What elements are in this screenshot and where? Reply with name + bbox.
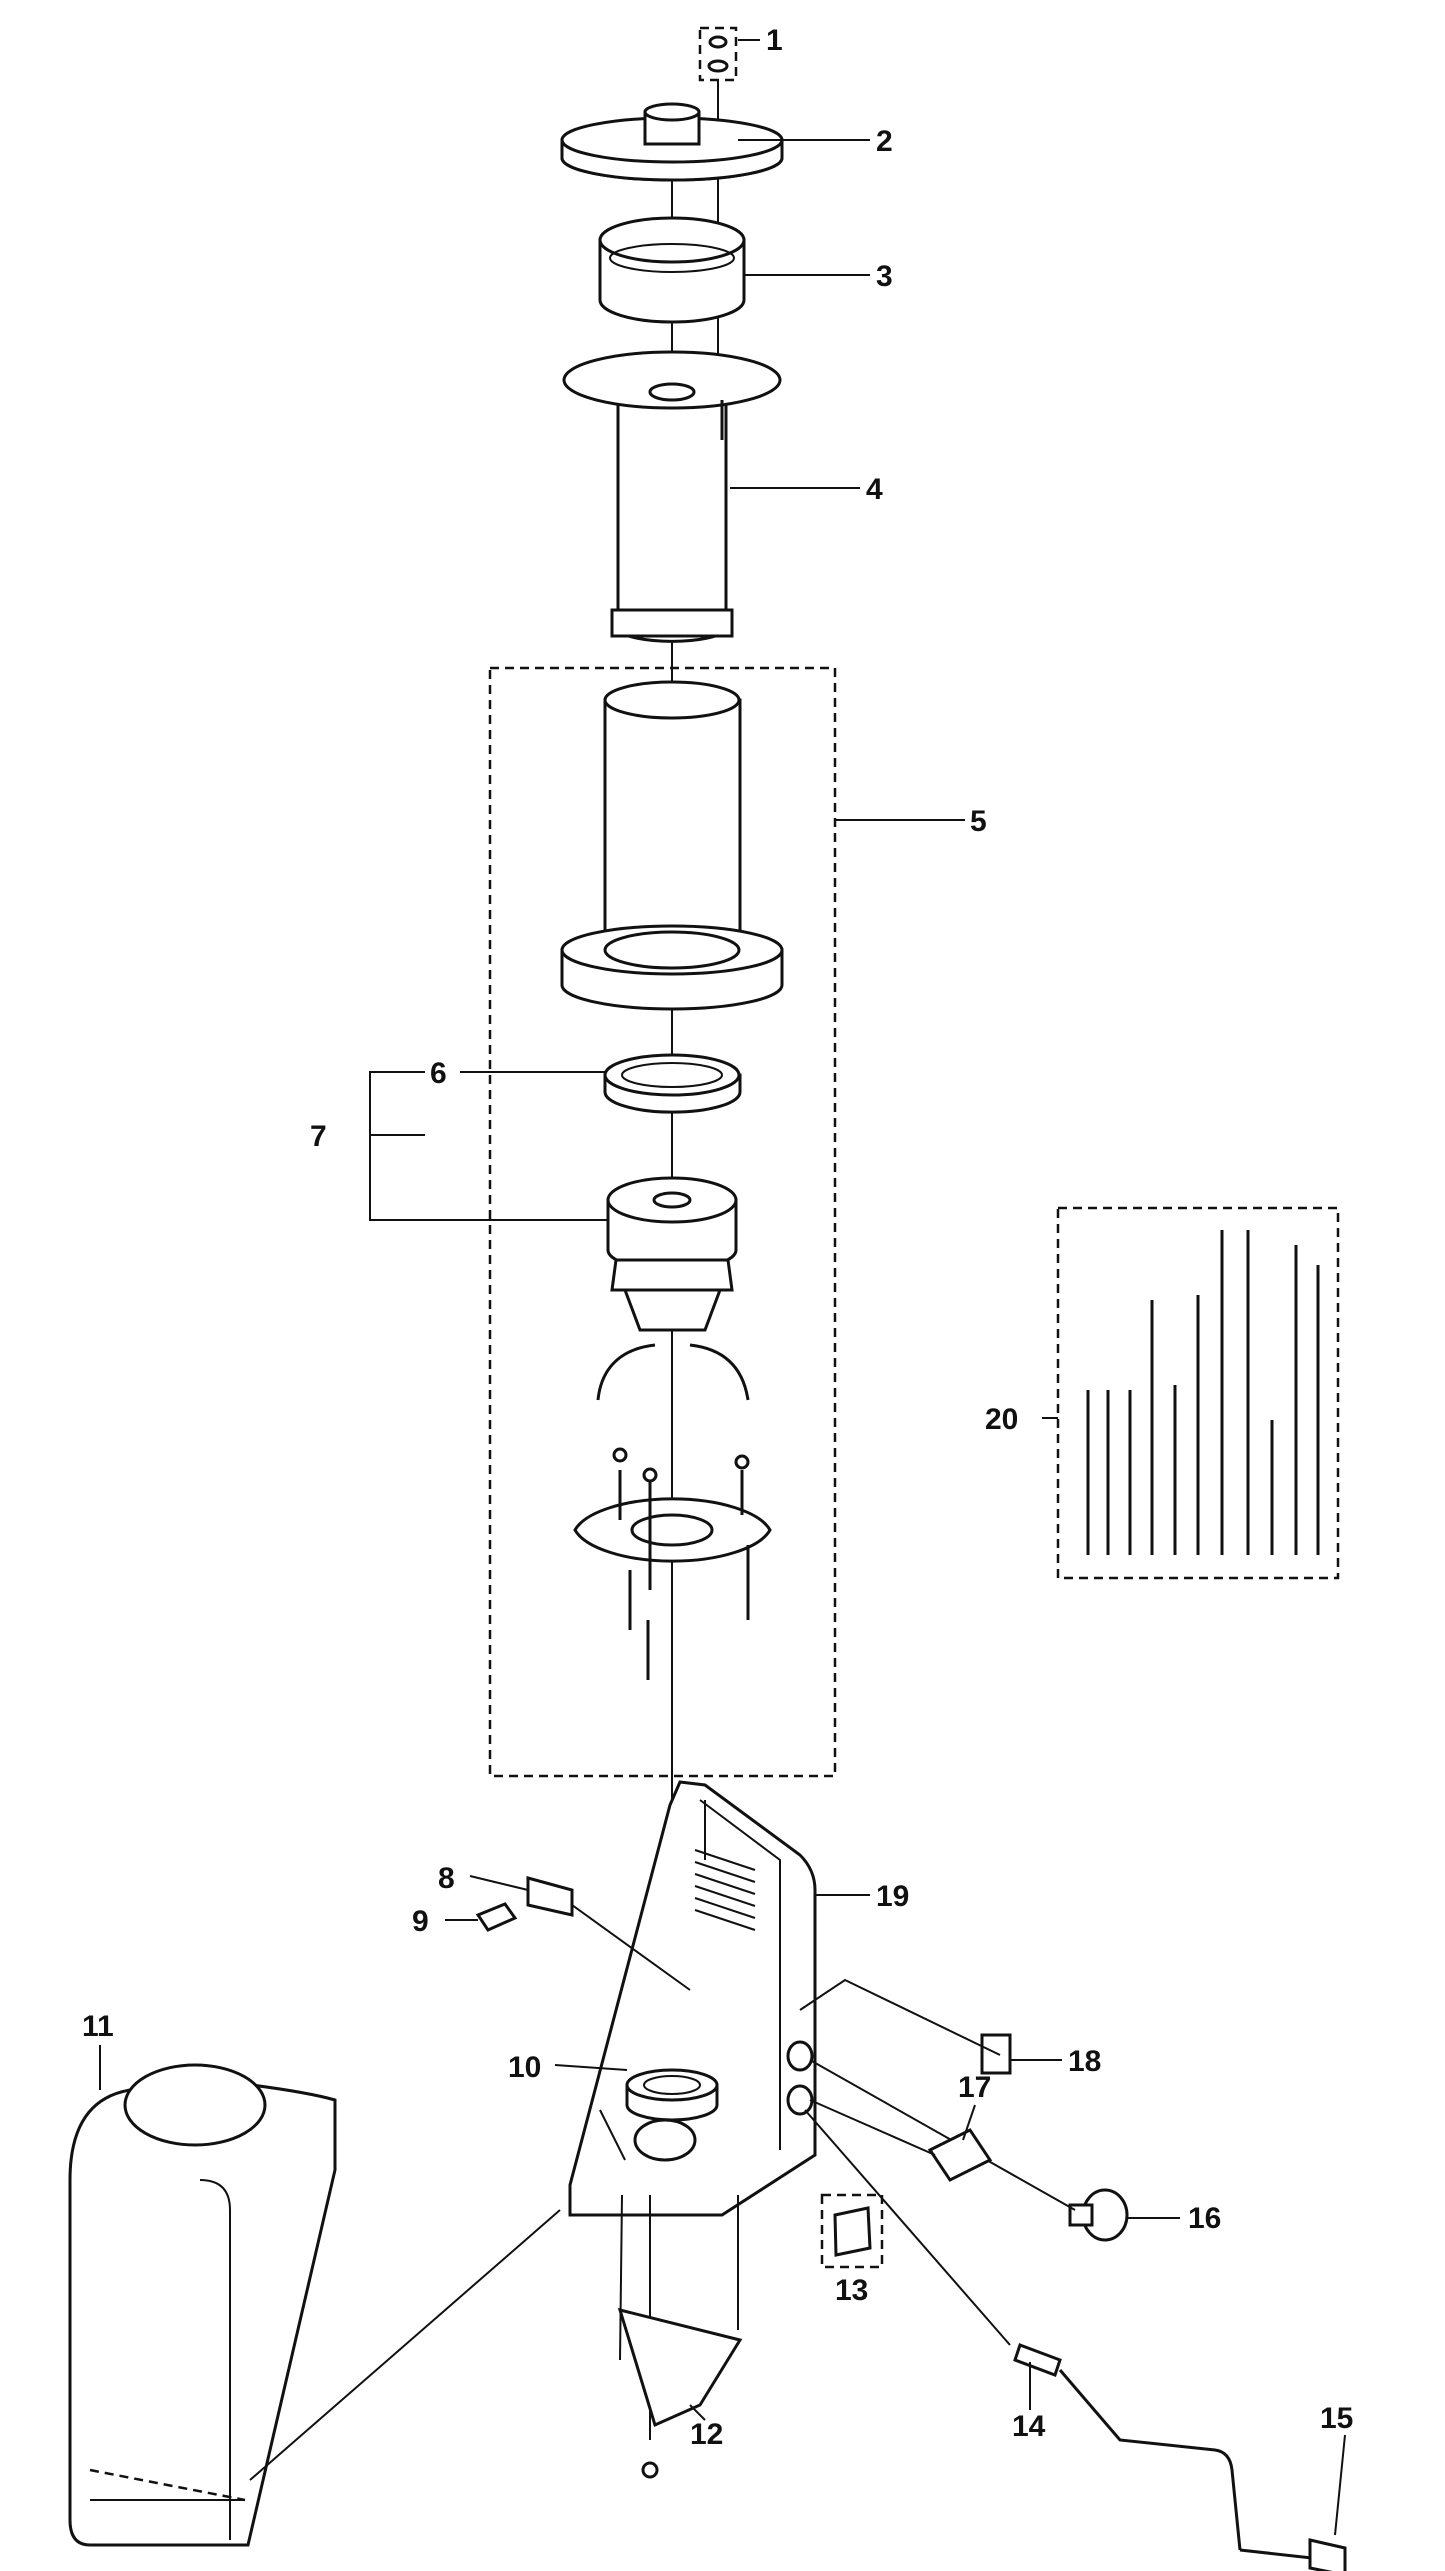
part-11-cover[interactable] <box>68 2063 561 2547</box>
callout-3: 3 <box>876 260 893 293</box>
part-14-strain-relief[interactable] <box>804 2109 1062 2377</box>
part-9-small-plate[interactable] <box>475 1902 518 1932</box>
part-6-gasket-ring[interactable] <box>603 1053 742 1114</box>
part-17-switch[interactable] <box>809 2099 993 2182</box>
part-15-power-cord-plug[interactable] <box>1058 2369 1347 2571</box>
callout-2: 2 <box>876 125 893 158</box>
callout-19: 19 <box>876 1880 909 1913</box>
callout-12: 12 <box>690 2418 723 2451</box>
part-5-assembly-box <box>488 666 837 1778</box>
callout-10: 10 <box>508 2051 541 2084</box>
callout-18: 18 <box>1068 2045 1101 2078</box>
callout-7: 7 <box>310 1120 327 1153</box>
part-12-feet-plate[interactable] <box>617 2194 743 2479</box>
callout-14: 14 <box>1012 2410 1046 2443</box>
callout-17: 17 <box>958 2071 991 2104</box>
part-8-switch-bracket[interactable] <box>526 1876 691 1991</box>
callout-8: 8 <box>438 1862 455 1895</box>
vent-slots <box>694 1849 756 1931</box>
callout-9: 9 <box>412 1905 429 1938</box>
part-13-label-plate[interactable] <box>820 2193 884 2269</box>
mounting-plate-with-studs[interactable] <box>573 1447 772 1680</box>
part-3-ring-band[interactable] <box>598 216 746 324</box>
callout-5: 5 <box>970 805 987 838</box>
part-4-filter-cylinder[interactable] <box>562 350 782 643</box>
part-18-rocker-switch[interactable] <box>799 1978 1012 2075</box>
callout-20: 20 <box>985 1403 1018 1436</box>
callout-1: 1 <box>766 24 783 57</box>
part-10-ring-seal[interactable] <box>625 2068 719 2122</box>
callout-6: 6 <box>430 1057 447 1090</box>
part-5-motor-housing[interactable] <box>560 680 784 1011</box>
callout-11: 11 <box>82 2010 114 2043</box>
callout-labels: 1 2 3 4 5 6 7 8 9 10 11 12 13 14 15 16 1… <box>82 24 1353 2451</box>
part-16-gauge[interactable] <box>809 2059 1129 2242</box>
callout-16: 16 <box>1188 2202 1221 2235</box>
part-2-top-cap[interactable] <box>560 102 784 182</box>
part-7-motor[interactable] <box>596 1176 750 1401</box>
part-19-body-frame[interactable] <box>568 1780 817 2217</box>
callout-15: 15 <box>1320 2402 1353 2435</box>
callout-leaders <box>99 39 1346 2536</box>
part-20-rod-kit[interactable] <box>1056 1206 1340 1580</box>
callout-13: 13 <box>835 2274 868 2307</box>
callout-4: 4 <box>866 473 883 506</box>
